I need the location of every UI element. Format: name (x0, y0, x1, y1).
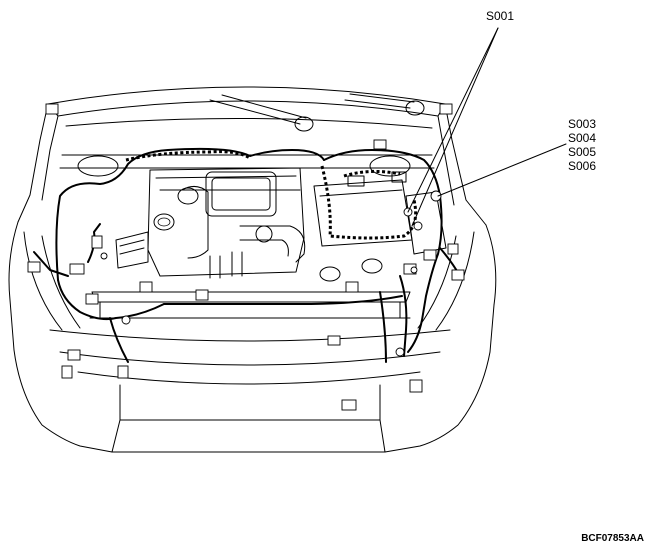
figure-code: BCF07853AA (581, 533, 644, 544)
vehicle-body (8, 86, 497, 453)
label-s004: S004 (568, 131, 596, 145)
s003-s006-leader (437, 143, 567, 197)
s001-leader (407, 27, 499, 213)
label-s005: S005 (568, 145, 596, 159)
engine-assembly (59, 154, 447, 282)
label-s001: S001 (486, 9, 514, 23)
s001-leader-2 (411, 27, 499, 227)
harness-connectors (27, 103, 465, 411)
label-s006: S006 (568, 159, 596, 173)
label-s003: S003 (568, 117, 596, 131)
wiring-harness (33, 147, 461, 363)
splice-leaders (407, 27, 567, 227)
